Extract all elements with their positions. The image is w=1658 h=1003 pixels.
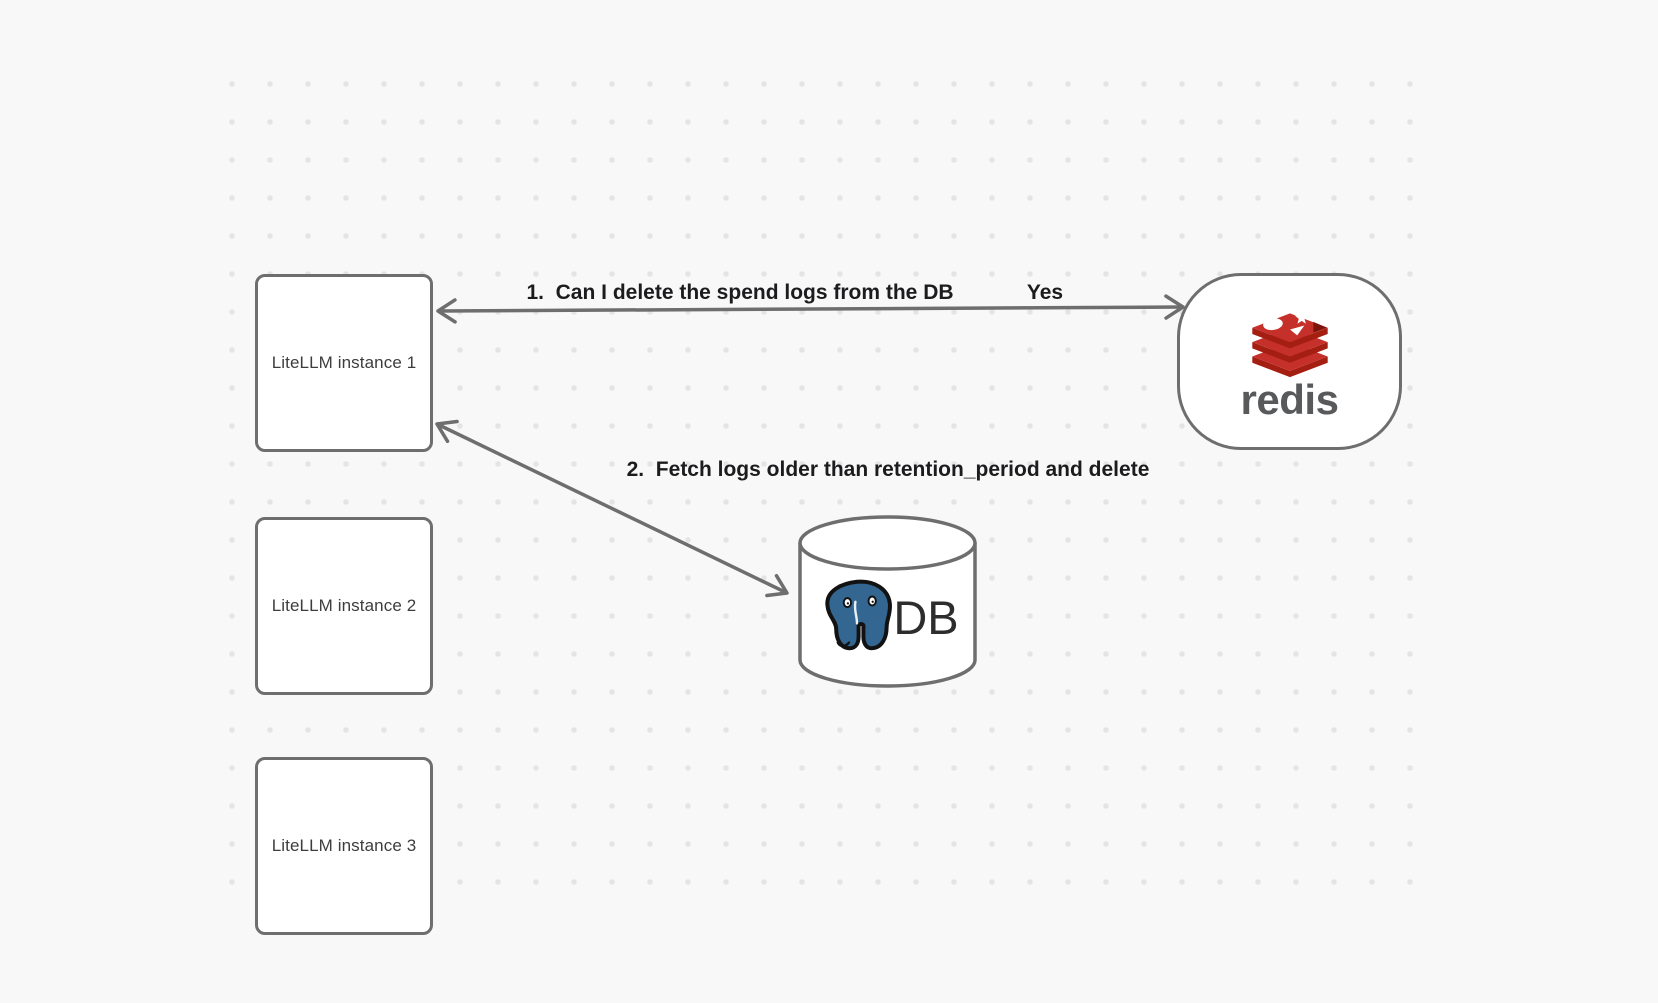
- arrow2-label: 2. Fetch logs older than retention_perio…: [626, 458, 1150, 481]
- node-litellm-instance-1: LiteLLM instance 1: [255, 274, 433, 452]
- db-label: DB: [893, 590, 959, 644]
- node-label: LiteLLM instance 2: [271, 596, 417, 615]
- node-label: LiteLLM instance 1: [271, 353, 417, 372]
- node-redis: redis: [1177, 273, 1402, 450]
- redis-logo-icon: [1251, 310, 1328, 378]
- node-label: LiteLLM instance 3: [271, 836, 417, 855]
- node-litellm-instance-3: LiteLLM instance 3: [255, 757, 433, 935]
- node-db-cylinder: DB: [798, 515, 977, 688]
- redis-wordmark: redis: [1240, 376, 1339, 423]
- arrow1-label: 1. Can I delete the spend logs from the …: [526, 281, 954, 304]
- arrow1-response-label: Yes: [1026, 281, 1064, 304]
- node-litellm-instance-2: LiteLLM instance 2: [255, 517, 433, 695]
- postgresql-logo-icon: [825, 579, 893, 651]
